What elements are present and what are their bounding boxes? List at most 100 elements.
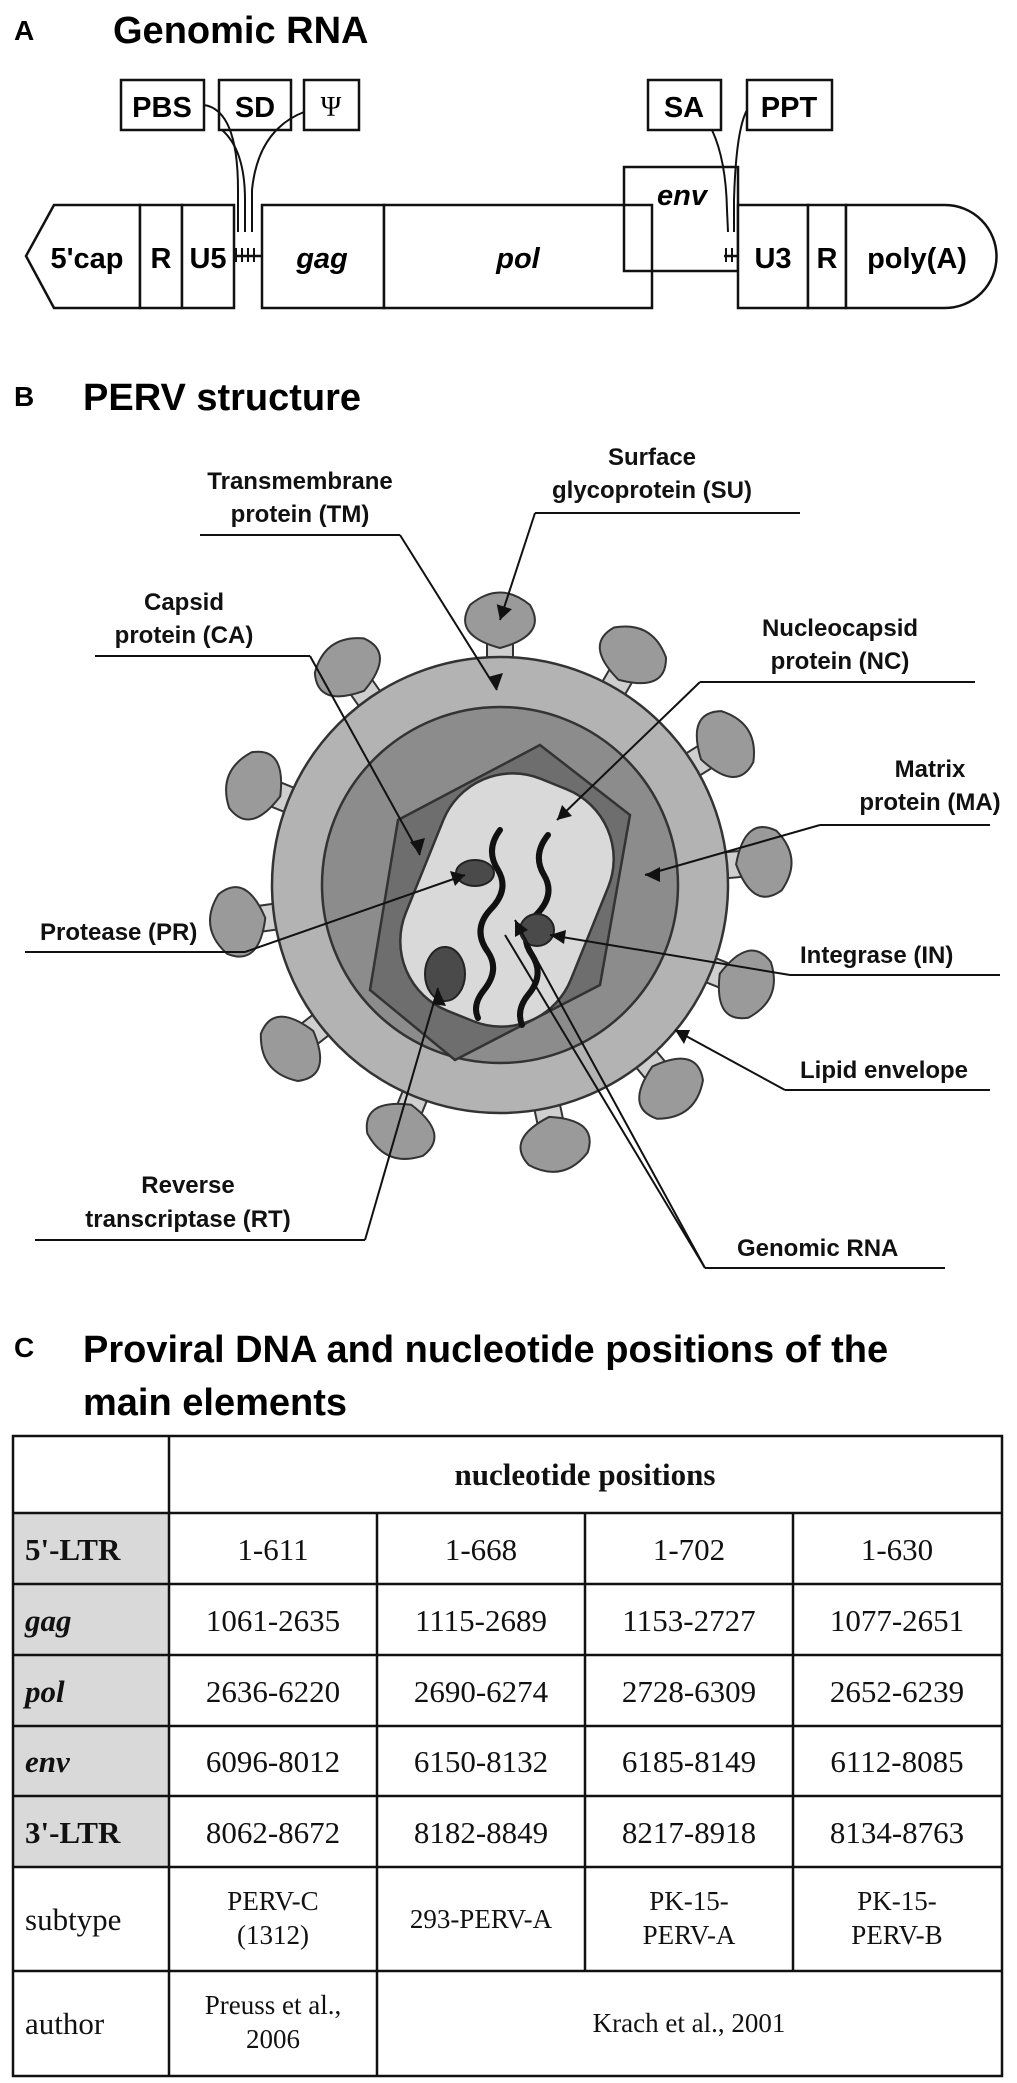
subtype-cell: PK-15- [649,1886,729,1916]
structure-labels: Surface glycoprotein (SU) Transmembrane … [40,444,1001,1262]
u5-label: U5 [189,243,226,275]
row-label-subtype: subtype [25,1902,121,1937]
panel-a-title: Genomic RNA [113,10,368,52]
rt-label-line1: Reverse [141,1172,234,1199]
table-cell: 8134-8763 [830,1815,964,1850]
ma-label-line1: Matrix [895,756,966,783]
author-cell: 2006 [246,2024,300,2054]
row-label-gag: gag [24,1603,72,1638]
table-cell: 8182-8849 [414,1815,548,1850]
table-cell: 2690-6274 [414,1674,549,1709]
author-cell: Preuss et al., [205,1990,341,2020]
table-cell: 8217-8918 [622,1815,756,1850]
table-cell: 1115-2689 [415,1603,547,1638]
protease-particle [455,859,495,887]
table-cell: 6150-8132 [414,1744,548,1779]
label-cells [13,1513,169,1867]
table-cell: 1-611 [237,1532,308,1567]
polya-label: poly(A) [867,243,967,275]
junction-ticks [235,248,733,262]
gag-label: gag [295,243,348,275]
panel-a: A Genomic RNA PBS SD Ψ SA PPT [14,10,998,310]
tm-label-line2: protein (TM) [231,501,370,528]
table-cell: 1-668 [445,1532,517,1567]
marker-leaders [203,104,748,233]
panel-c: C Proviral DNA and nucleotide positions … [11,1329,1004,2078]
row-label-author: author [25,2006,105,2041]
table-cell: 2652-6239 [830,1674,964,1709]
table-cell: 2636-6220 [206,1674,340,1709]
table-grid [11,1434,1004,2078]
subtype-cell: 293-PERV-A [410,1904,553,1934]
row-label-3ltr: 3'-LTR [25,1815,121,1850]
ppt-label: PPT [761,92,818,124]
genome-bar [24,165,998,310]
tm-label-line1: Transmembrane [207,468,392,495]
table-cell: 1-630 [861,1532,933,1567]
sd-label: SD [235,92,275,124]
leader-lines [25,512,1000,1269]
table-cell: 8062-8672 [206,1815,340,1850]
sd-box [217,78,293,132]
u3-label: U3 [754,243,791,275]
polya-segment [844,203,998,310]
subtype-cell: PK-15- [857,1886,937,1916]
table-cell: 1153-2727 [622,1603,755,1638]
psi-label: Ψ [321,92,342,123]
pr-label: Protease (PR) [40,919,197,946]
lipid-label: Lipid envelope [800,1057,968,1084]
pol-label: pol [495,243,540,275]
ppt-box [745,78,834,132]
pbs-box [119,78,206,132]
panel-b-letter: B [14,381,34,412]
author-cell: Krach et al., 2001 [593,2008,786,2038]
ca-label-line2: protein (CA) [115,622,254,649]
pol-segment [382,203,654,310]
row-label-5ltr: 5'-LTR [25,1532,121,1567]
table-header: nucleotide positions [455,1457,716,1492]
row-label-env: env [25,1744,71,1779]
table-cell: 2728-6309 [622,1674,756,1709]
psi-box [302,78,361,132]
sa-label: SA [664,92,704,124]
nc-label-line2: protein (NC) [771,648,910,675]
table-cell: 6185-8149 [622,1744,756,1779]
cap5-label: 5'cap [51,243,124,275]
panel-c-letter: C [14,1332,34,1363]
ma-label-line2: protein (MA) [859,789,1000,816]
subtype-cell: (1312) [237,1920,309,1950]
panel-b: B PERV structure [14,377,1001,1269]
u3-segment [736,203,810,310]
r-right-label: R [817,243,838,275]
table-cell: 1-702 [653,1532,725,1567]
panel-a-letter: A [14,15,34,46]
table-cell: 6096-8012 [206,1744,340,1779]
table-cell: 6112-8085 [830,1744,963,1779]
sa-box [646,78,723,132]
nc-label-line1: Nucleocapsid [762,615,918,642]
r-left-segment [138,203,184,310]
in-label: Integrase (IN) [800,942,953,969]
r-left-label: R [151,243,172,275]
su-label-line2: glycoprotein (SU) [552,477,752,504]
rt-label-line2: transcriptase (RT) [85,1206,290,1233]
table-cells: 1-611 1-668 1-702 1-630 1061-2635 1115-2… [205,1532,964,2054]
table-cell: 1077-2651 [830,1603,964,1638]
panel-b-title: PERV structure [83,377,361,419]
r-right-segment [806,203,848,310]
su-label-line1: Surface [608,444,696,471]
subtype-cell: PERV-B [851,1920,942,1950]
table-cell: 1061-2635 [206,1603,340,1638]
subtype-cell: PERV-C [227,1886,318,1916]
rt-particle [424,946,466,1002]
row-label-pol: pol [22,1674,65,1709]
panel-c-title-line1: Proviral DNA and nucleotide positions of… [83,1329,888,1371]
panel-c-title-line2: main elements [83,1382,347,1424]
u5-segment [180,203,236,310]
env-label: env [657,180,709,212]
ca-label-line1: Capsid [144,589,224,616]
subtype-cell: PERV-A [643,1920,736,1950]
cap5-segment [24,203,142,310]
rna-label: Genomic RNA [737,1235,898,1262]
